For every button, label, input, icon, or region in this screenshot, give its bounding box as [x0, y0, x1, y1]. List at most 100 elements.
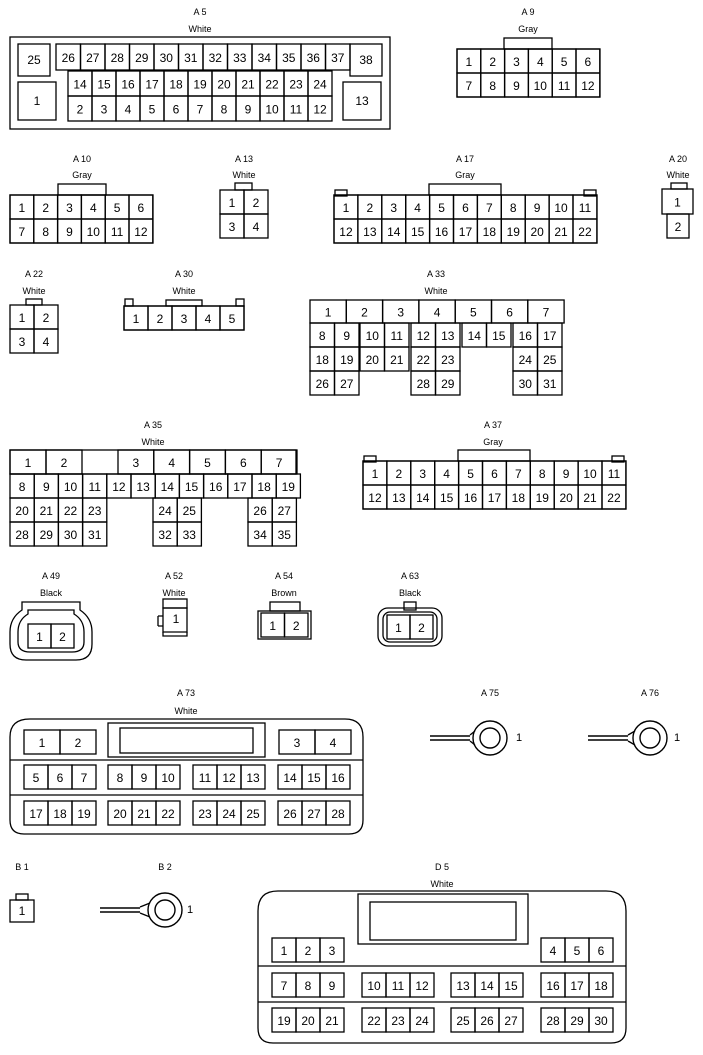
pin-cell — [409, 1007, 435, 1033]
pin-number: 2 — [157, 312, 164, 326]
connector-label: A 9 — [521, 7, 534, 17]
pin-cell — [325, 764, 351, 790]
pin-number: 12 — [313, 103, 327, 117]
connector-color: White — [188, 24, 211, 34]
pin-number: 9 — [563, 467, 570, 481]
pin-number: 1 — [674, 196, 681, 210]
pin-number: 1 — [133, 312, 140, 326]
pin-number: 34 — [258, 51, 272, 65]
pin-number: 13 — [136, 480, 150, 494]
pin-number: 22 — [367, 1014, 381, 1028]
pin-cell — [81, 521, 108, 547]
lock-tab — [611, 455, 625, 463]
pin-number: 24 — [313, 78, 327, 92]
pin-number: 23 — [289, 78, 303, 92]
pin-number: 23 — [391, 1014, 405, 1028]
pin-number: 1 — [34, 94, 41, 108]
pin-number: 5 — [204, 456, 211, 470]
pin-cell — [409, 972, 435, 998]
pin-number: 27 — [504, 1014, 518, 1028]
pin-number: 20 — [113, 807, 127, 821]
pin-number: 33 — [233, 51, 247, 65]
pin-number: 1 — [269, 619, 276, 633]
pin-number: 22 — [161, 807, 175, 821]
pin-number: 3 — [19, 335, 26, 349]
pin-cell — [155, 764, 181, 790]
lock-tab — [503, 37, 553, 50]
connector-color: White — [22, 286, 45, 296]
pin-number: 6 — [462, 201, 469, 215]
pin-cell — [155, 800, 181, 826]
pin-number: 1 — [325, 306, 332, 320]
pin-number: 4 — [550, 944, 557, 958]
pin-number: 2 — [61, 456, 68, 470]
pin-number: 6 — [57, 771, 64, 785]
pin-cell — [325, 800, 351, 826]
pin-cell — [498, 1007, 524, 1033]
pin-number: 25 — [183, 504, 197, 518]
pin-number: 23 — [88, 504, 102, 518]
pin-cell — [240, 764, 266, 790]
pin-number: 7 — [81, 771, 88, 785]
latch — [157, 615, 163, 627]
pin-number: 21 — [325, 1014, 339, 1028]
pin-number: 17 — [145, 78, 159, 92]
pin-number: 2 — [361, 306, 368, 320]
pin-number: 12 — [222, 771, 236, 785]
pin-number: 14 — [161, 480, 175, 494]
pin-number: 30 — [64, 528, 78, 542]
lock-tab — [234, 182, 253, 191]
connector-label: A 75 — [481, 688, 499, 698]
pin-number: 13 — [363, 225, 377, 239]
pin-cell — [498, 972, 524, 998]
pin-number: 13 — [456, 979, 470, 993]
pin-number: 11 — [290, 103, 303, 117]
pin-number: 7 — [276, 456, 283, 470]
connector-housing — [257, 890, 627, 1044]
pin-number: 29 — [40, 528, 54, 542]
pin-number: 11 — [579, 201, 592, 215]
pin-number: 28 — [15, 528, 29, 542]
connector-base — [162, 632, 188, 637]
pin-number: 13 — [246, 771, 260, 785]
pin-cell — [319, 972, 345, 998]
pin-number: 27 — [86, 51, 100, 65]
pin-number: 13 — [355, 94, 369, 108]
pin-number: 20 — [15, 504, 29, 518]
pin-number: 6 — [491, 467, 498, 481]
pin-number: 11 — [392, 979, 405, 993]
pin-number: 3 — [294, 736, 301, 750]
connector-color: White — [666, 170, 689, 180]
pin-number: 2 — [489, 55, 496, 69]
pin-number: 19 — [277, 1014, 291, 1028]
pin-number: 20 — [559, 491, 573, 505]
pin-number: 20 — [217, 78, 231, 92]
pin-number: 23 — [198, 807, 212, 821]
pin-number: 4 — [205, 312, 212, 326]
pin-number: 37 — [331, 51, 345, 65]
connector-label: A 22 — [25, 269, 43, 279]
pin-number: 10 — [366, 329, 380, 343]
pin-number: 2 — [75, 736, 82, 750]
connector-label: A 52 — [165, 571, 183, 581]
pin-number: 25 — [246, 807, 260, 821]
pin-number: 35 — [278, 528, 292, 542]
pin-number: 9 — [513, 79, 520, 93]
pin-number: 28 — [417, 377, 431, 391]
connector-color: Gray — [72, 170, 92, 180]
pin-number: 1 — [39, 736, 46, 750]
connector-outline — [9, 36, 391, 130]
pin-number: 7 — [543, 306, 550, 320]
pin-cell — [71, 764, 97, 790]
lock-tab — [334, 189, 348, 197]
pin-number: 8 — [19, 480, 26, 494]
pin-cell — [240, 800, 266, 826]
pin-number: 18 — [594, 979, 608, 993]
pin-number: 22 — [64, 504, 78, 518]
connector-label: A 35 — [144, 420, 162, 430]
pin-number: 17 — [233, 480, 247, 494]
pin-number: 20 — [301, 1014, 315, 1028]
pin-number: 2 — [77, 103, 84, 117]
pin-number: 31 — [88, 528, 102, 542]
connector-color: Black — [40, 588, 63, 598]
